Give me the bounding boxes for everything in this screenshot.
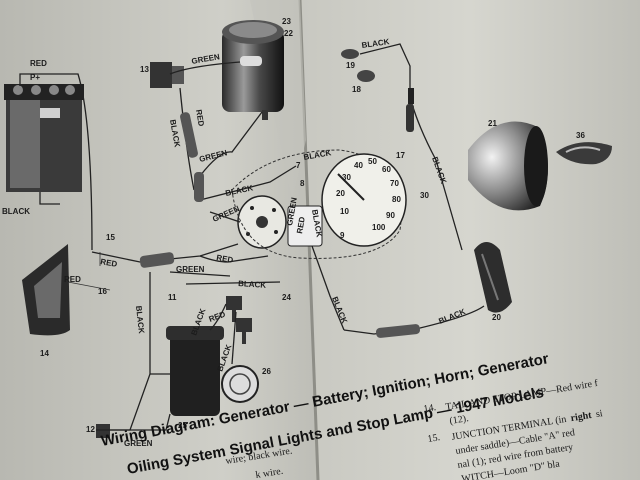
battery — [4, 84, 84, 192]
part-17: 17 — [396, 151, 405, 160]
label-red-left: RED — [64, 275, 81, 284]
scale-60: 60 — [382, 165, 391, 174]
part-16: 16 — [98, 287, 107, 296]
ignition-switch — [237, 195, 287, 249]
scale-30: 30 — [342, 173, 351, 182]
circuit-breaker — [221, 365, 259, 403]
part-21: 21 — [488, 119, 497, 128]
scale-100: 100 — [372, 223, 386, 232]
part-22: 22 — [284, 29, 293, 38]
spot-lamp — [556, 142, 612, 165]
part-15: 15 — [106, 233, 115, 242]
part-26: 26 — [262, 367, 271, 376]
part-9: 9 — [340, 231, 345, 240]
legend-14-sub: (12). — [449, 413, 470, 427]
part-8: 8 — [300, 179, 305, 188]
legend-15-text-b: si — [595, 408, 604, 420]
headlamp — [468, 121, 548, 211]
part-23: 23 — [282, 17, 291, 26]
part-18: 18 — [352, 85, 361, 94]
part-30: 30 — [420, 191, 429, 200]
scale-70: 70 — [390, 179, 399, 188]
tail-lamp — [22, 244, 70, 336]
part-20: 20 — [492, 313, 501, 322]
ignition-coil — [166, 326, 224, 416]
oil-pressure-switches — [226, 296, 252, 344]
label-red-mid: RED — [216, 253, 234, 265]
scale-90: 90 — [386, 211, 395, 220]
speedometer-scale: 10 20 30 40 50 60 70 80 90 100 — [336, 157, 401, 232]
part-12: 12 — [86, 425, 95, 434]
left-fragment-2: k wire. — [255, 466, 284, 480]
gauge-label-red: RED — [295, 216, 307, 234]
scale-10: 10 — [340, 207, 349, 216]
right-page — [300, 0, 640, 480]
horn — [474, 242, 512, 313]
part-11: 11 — [168, 293, 177, 302]
part-numbers: 13 23 22 19 18 21 36 17 30 7 8 9 15 16 1… — [40, 17, 585, 434]
label-black-low: BLACK — [238, 279, 267, 290]
indicator-lamps — [341, 49, 414, 104]
label-red-low: RED — [100, 257, 118, 269]
scale-40: 40 — [354, 161, 363, 170]
stop-light-switch — [96, 424, 110, 438]
part-14: 14 — [40, 349, 49, 358]
label-green-bottom: GREEN — [124, 439, 153, 448]
wiring — [19, 43, 485, 431]
legend-15-bold: right — [570, 410, 593, 424]
label-green-low: GREEN — [176, 265, 205, 274]
part-25: 25 — [178, 421, 187, 430]
scale-50: 50 — [368, 157, 377, 166]
label-red-vert: RED — [194, 109, 206, 127]
generator — [222, 20, 284, 120]
label-red-battery: RED — [30, 59, 47, 68]
label-black-top-right: BLACK — [361, 37, 390, 50]
label-p-plus: P+ — [30, 73, 40, 82]
wire-looms — [139, 104, 421, 338]
part-24: 24 — [282, 293, 291, 302]
scale-80: 80 — [392, 195, 401, 204]
part-7: 7 — [296, 161, 301, 170]
legend-14-number: 14. — [423, 402, 437, 415]
label-black-battery: BLACK — [2, 207, 30, 216]
instrument-panel — [231, 149, 407, 259]
legend-15-number: 15. — [427, 432, 441, 445]
part-19: 19 — [346, 61, 355, 70]
scale-20: 20 — [336, 189, 345, 198]
label-black-down: BLACK — [134, 305, 146, 334]
part-36: 36 — [576, 131, 585, 140]
part-13: 13 — [140, 65, 149, 74]
